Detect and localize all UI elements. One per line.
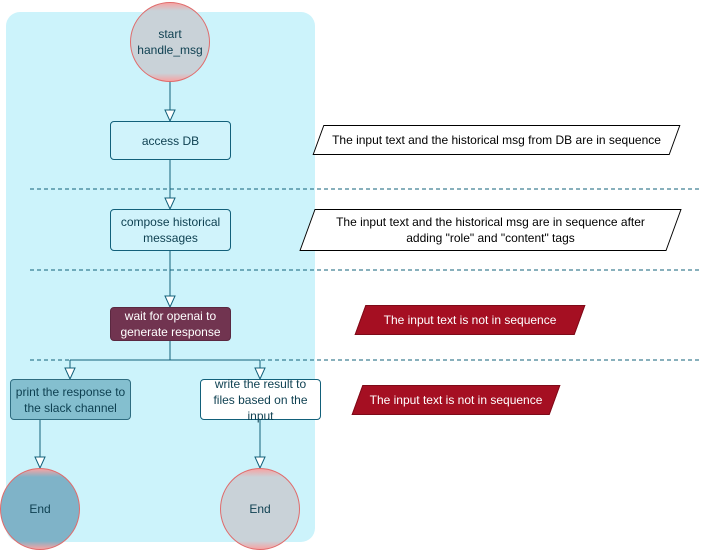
arrowhead-compose bbox=[164, 197, 176, 211]
note-sequence-db: The input text and the historical msg fr… bbox=[312, 125, 681, 155]
note-sequence-tags-text: The input text and the historical msg ar… bbox=[336, 215, 645, 245]
arrowhead-write bbox=[254, 367, 266, 381]
write-files-label: write the result to files based on the i… bbox=[213, 376, 308, 423]
write-files-node[interactable]: write the result to files based on the i… bbox=[200, 377, 321, 423]
compose-messages-label: compose historical messages bbox=[120, 215, 221, 245]
compose-messages-node[interactable]: compose historical messages bbox=[110, 209, 231, 251]
wait-openai-label: wait for openai to generate response bbox=[120, 309, 221, 339]
start-node-label: start handle_msg bbox=[137, 27, 203, 57]
start-node[interactable]: start handle_msg bbox=[130, 2, 210, 82]
end-node-left[interactable]: End bbox=[0, 468, 80, 550]
arrowhead-end-right bbox=[254, 456, 266, 470]
print-slack-node[interactable]: print the response to the slack channel bbox=[10, 379, 131, 420]
note-not-sequence-2: The input text is not in sequence bbox=[351, 385, 561, 415]
access-db-node[interactable]: access DB bbox=[110, 121, 231, 160]
note-sequence-db-text: The input text and the historical msg fr… bbox=[332, 133, 661, 147]
arrowhead-print bbox=[64, 367, 76, 381]
access-db-label: access DB bbox=[141, 133, 200, 148]
arrowhead-end-left bbox=[34, 456, 46, 470]
end-node-right[interactable]: End bbox=[220, 468, 300, 550]
print-slack-label: print the response to the slack channel bbox=[15, 384, 126, 415]
end-right-label: End bbox=[249, 502, 271, 516]
note-not-sequence-1: The input text is not in sequence bbox=[354, 305, 586, 335]
end-left-label: End bbox=[29, 502, 51, 516]
arrowhead-access bbox=[164, 109, 176, 123]
note-not-sequence-2-text: The input text is not in sequence bbox=[369, 393, 543, 407]
wait-openai-node[interactable]: wait for openai to generate response bbox=[110, 307, 231, 341]
note-sequence-tags: The input text and the historical msg ar… bbox=[299, 209, 682, 251]
swimlane-background bbox=[6, 12, 315, 542]
note-not-sequence-1-text: The input text is not in sequence bbox=[383, 313, 557, 327]
arrowhead-wait bbox=[164, 295, 176, 309]
